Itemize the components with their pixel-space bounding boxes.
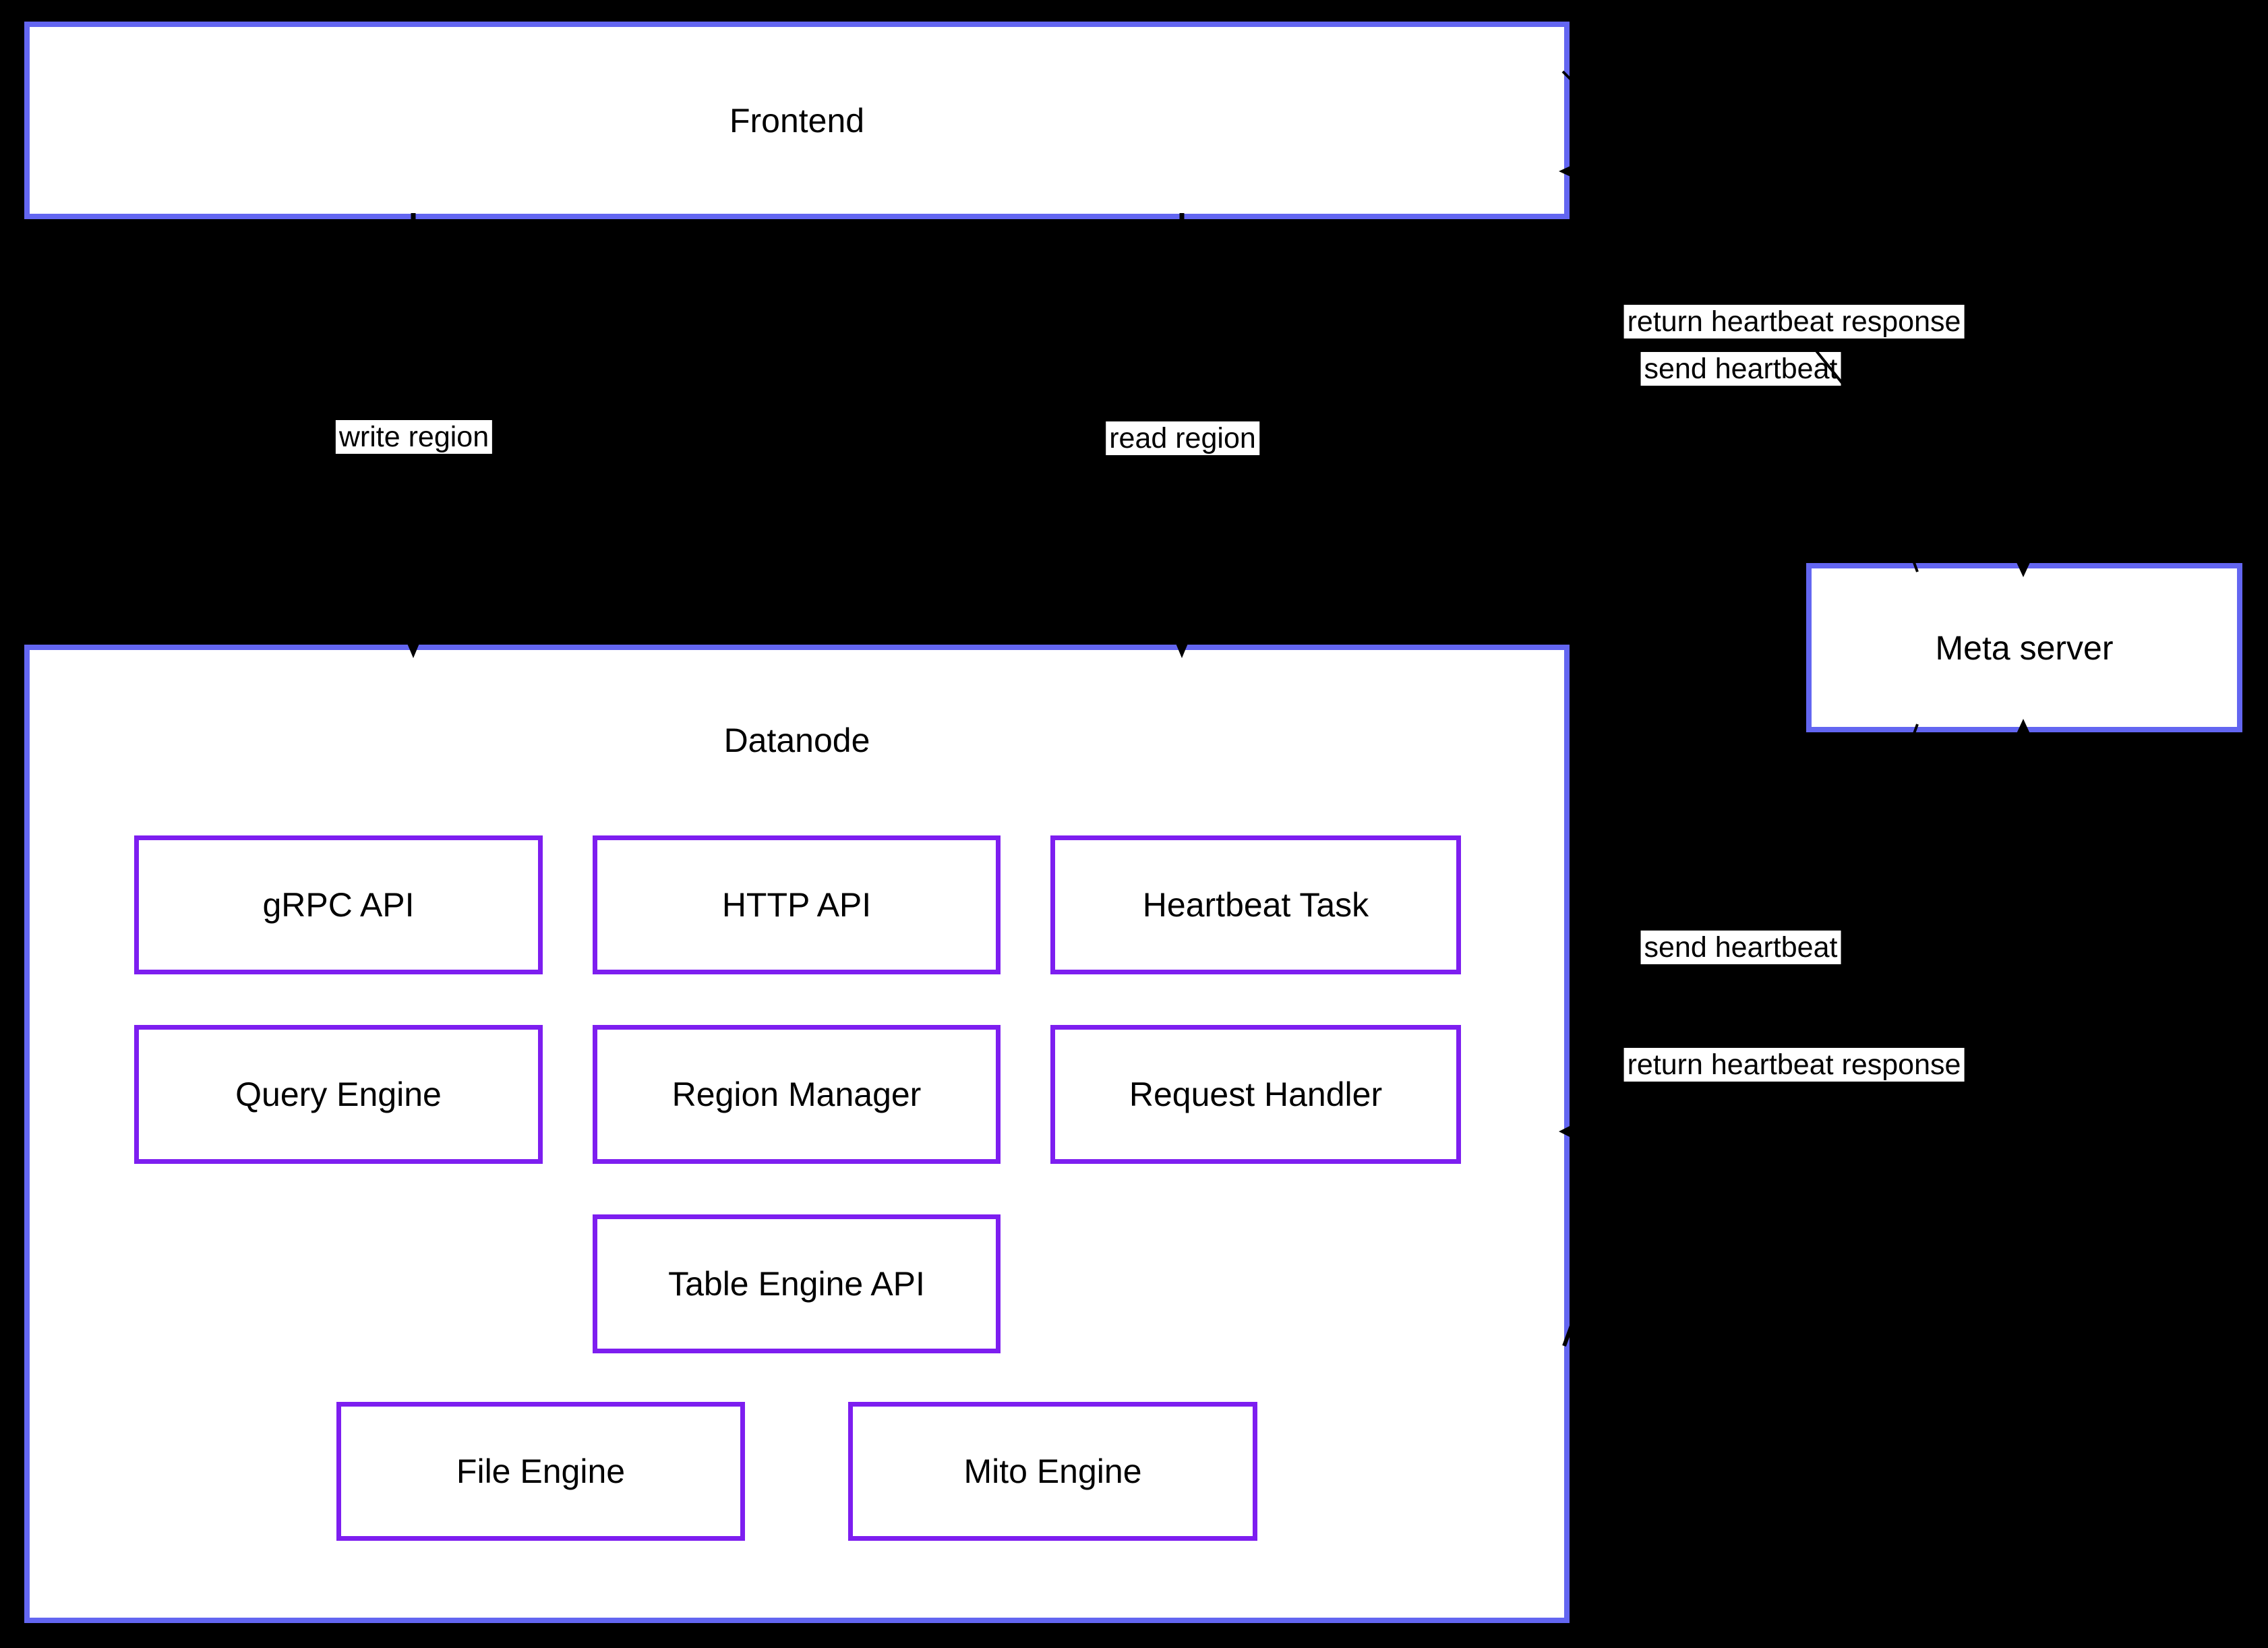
http-api-label: HTTP API [721,886,872,924]
table-engine-api-label: Table Engine API [668,1265,925,1303]
mito-engine-label: Mito Engine [963,1452,1142,1490]
mito-engine-node: Mito Engine [848,1402,1257,1541]
table-engine-api-node: Table Engine API [593,1214,1001,1353]
grpc-api-label: gRPC API [262,886,415,924]
datanode-label: Datanode [723,722,870,759]
heartbeat-task-label: Heartbeat Task [1142,886,1369,924]
edge-label-frontend-return-heartbeat: return heartbeat response [1623,305,1965,339]
edge-label-datanode-send-heartbeat: send heartbeat [1640,931,1841,964]
query-engine-node: Query Engine [134,1025,543,1164]
edge-label-read-region: read region [1106,421,1259,455]
edge-label-datanode-return-heartbeat: return heartbeat response [1623,1048,1965,1082]
file-engine-node: File Engine [336,1402,745,1541]
meta-server-node: Meta server [1806,563,2242,732]
http-api-node: HTTP API [593,835,1001,974]
request-handler-label: Request Handler [1129,1076,1383,1113]
heartbeat-task-node: Heartbeat Task [1050,835,1461,974]
meta-server-label: Meta server [1935,628,2114,667]
file-engine-label: File Engine [456,1452,626,1490]
request-handler-node: Request Handler [1050,1025,1461,1164]
edge-label-frontend-send-heartbeat: send heartbeat [1640,352,1841,386]
frontend-node: Frontend [24,22,1570,219]
region-manager-node: Region Manager [593,1025,1001,1164]
frontend-label: Frontend [729,101,865,140]
query-engine-label: Query Engine [235,1076,442,1113]
grpc-api-node: gRPC API [134,835,543,974]
region-manager-label: Region Manager [672,1076,922,1113]
edge-label-write-region: write region [335,420,493,454]
